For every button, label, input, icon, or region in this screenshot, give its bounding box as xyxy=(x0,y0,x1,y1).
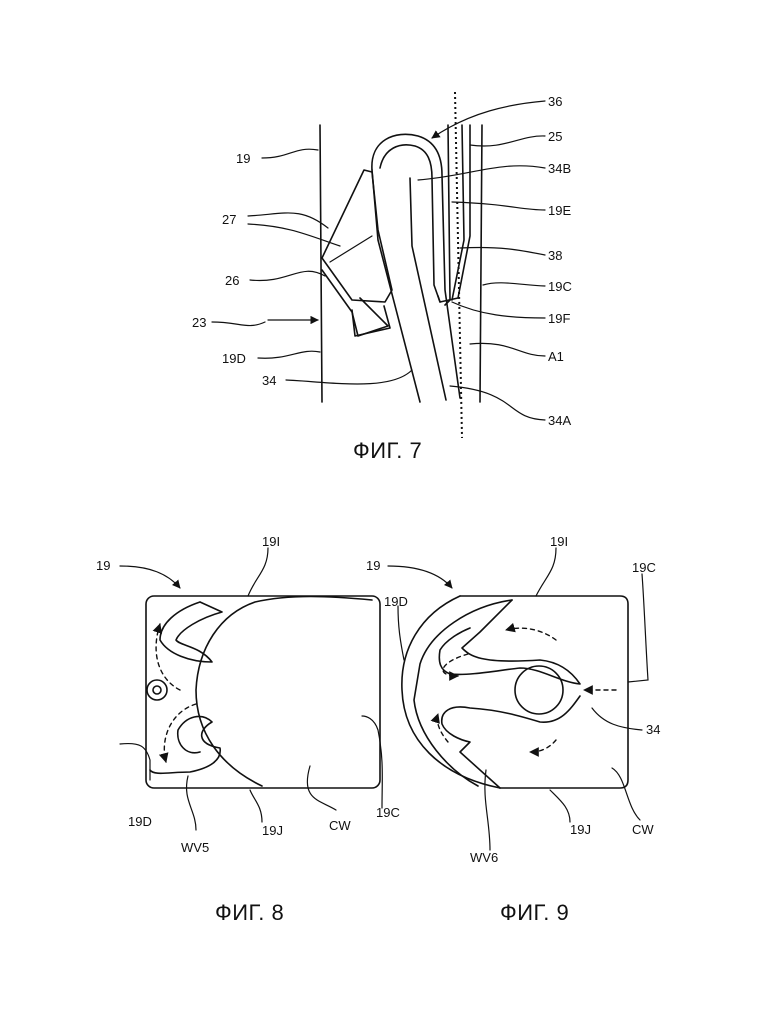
label-19d: 19D xyxy=(128,814,152,829)
leader-19 xyxy=(120,566,180,588)
label-19j: 19J xyxy=(262,823,283,838)
wall-line-19d xyxy=(320,125,322,402)
label-19e: 19E xyxy=(548,203,571,218)
leader-wv5 xyxy=(187,776,196,830)
label-27: 27 xyxy=(222,212,236,227)
part-25-left xyxy=(445,125,450,305)
wiper-arm-inner-right xyxy=(410,178,446,400)
leader-wv6 xyxy=(485,770,490,850)
wiper-arm-inner-left xyxy=(372,170,420,402)
shaft-34 xyxy=(515,666,563,714)
label-cw: CW xyxy=(632,822,654,837)
label-38: 38 xyxy=(548,248,562,263)
label-19c: 19C xyxy=(548,279,572,294)
label-25: 25 xyxy=(548,129,562,144)
label-19i: 19I xyxy=(550,534,568,549)
label-19i: 19I xyxy=(262,534,280,549)
leader-36 xyxy=(432,101,545,138)
label-19d: 19D xyxy=(384,594,408,609)
label-34b: 34B xyxy=(548,161,571,176)
leader-23-tail xyxy=(212,322,265,326)
label-19f: 19F xyxy=(548,311,570,326)
housing-outline xyxy=(146,596,380,788)
label-19c: 19C xyxy=(632,560,656,575)
leader-19i xyxy=(536,548,556,596)
leader-19j xyxy=(250,790,262,822)
wall-line-19c xyxy=(480,125,482,402)
label-19: 19 xyxy=(236,151,250,166)
chamber-cw xyxy=(196,597,372,787)
caption-fig-7: ФИГ. 7 xyxy=(353,438,422,463)
label-34: 34 xyxy=(646,722,660,737)
leader-38 xyxy=(460,247,545,255)
caption-fig-9: ФИГ. 9 xyxy=(500,900,569,925)
leader-19d xyxy=(258,351,320,358)
figure-9: 19 19I 19C 19D 34 WV6 19J CW ФИГ. 9 xyxy=(366,534,660,925)
label-wv5: WV5 xyxy=(181,840,209,855)
figure-8: 19 19I 19D WV5 19J CW 19C ФИГ. 8 xyxy=(96,534,400,925)
label-19j: 19J xyxy=(570,822,591,837)
label-36: 36 xyxy=(548,94,562,109)
leader-19 xyxy=(388,566,452,588)
funnel-upper xyxy=(439,600,580,684)
inner-arc xyxy=(414,600,512,786)
pivot-ring xyxy=(147,680,167,700)
label-19d: 19D xyxy=(222,351,246,366)
pivot-dot xyxy=(153,686,161,694)
label-cw: CW xyxy=(329,818,351,833)
leader-19c xyxy=(483,283,545,286)
leader-34 xyxy=(592,708,642,730)
leader-cw xyxy=(612,768,640,820)
bracket-26 xyxy=(322,270,388,336)
bracket-web xyxy=(330,236,372,262)
finger-upper xyxy=(160,602,222,662)
bracket-27 xyxy=(322,170,392,302)
leader-19e xyxy=(452,202,545,210)
label-a1: A1 xyxy=(548,349,564,364)
label-26: 26 xyxy=(225,273,239,288)
leader-19c xyxy=(628,574,648,682)
leader-19j xyxy=(550,790,570,822)
leader-26 xyxy=(250,271,325,280)
label-34a: 34A xyxy=(548,413,571,428)
caption-fig-8: ФИГ. 8 xyxy=(215,900,284,925)
leader-34 xyxy=(286,370,412,384)
leader-19 xyxy=(262,149,318,158)
finger-lower xyxy=(150,716,220,773)
leader-19i xyxy=(248,548,268,596)
housing-outline xyxy=(460,596,628,788)
leader-34a xyxy=(450,386,545,420)
flow-arrow-upper xyxy=(506,628,556,640)
figure-7: 36 25 34B 19E 38 19C 19F A1 34A 19 27 26… xyxy=(192,92,572,463)
flow-arrow-lower xyxy=(530,740,556,752)
label-19: 19 xyxy=(96,558,110,573)
label-23: 23 xyxy=(192,315,206,330)
leader-19d xyxy=(398,606,404,660)
leader-a1 xyxy=(470,343,545,356)
leader-19f xyxy=(452,302,545,318)
funnel-lower xyxy=(442,696,580,788)
leader-27a xyxy=(248,213,328,228)
label-19: 19 xyxy=(366,558,380,573)
label-34: 34 xyxy=(262,373,276,388)
label-19c: 19C xyxy=(376,805,400,820)
label-wv6: WV6 xyxy=(470,850,498,865)
